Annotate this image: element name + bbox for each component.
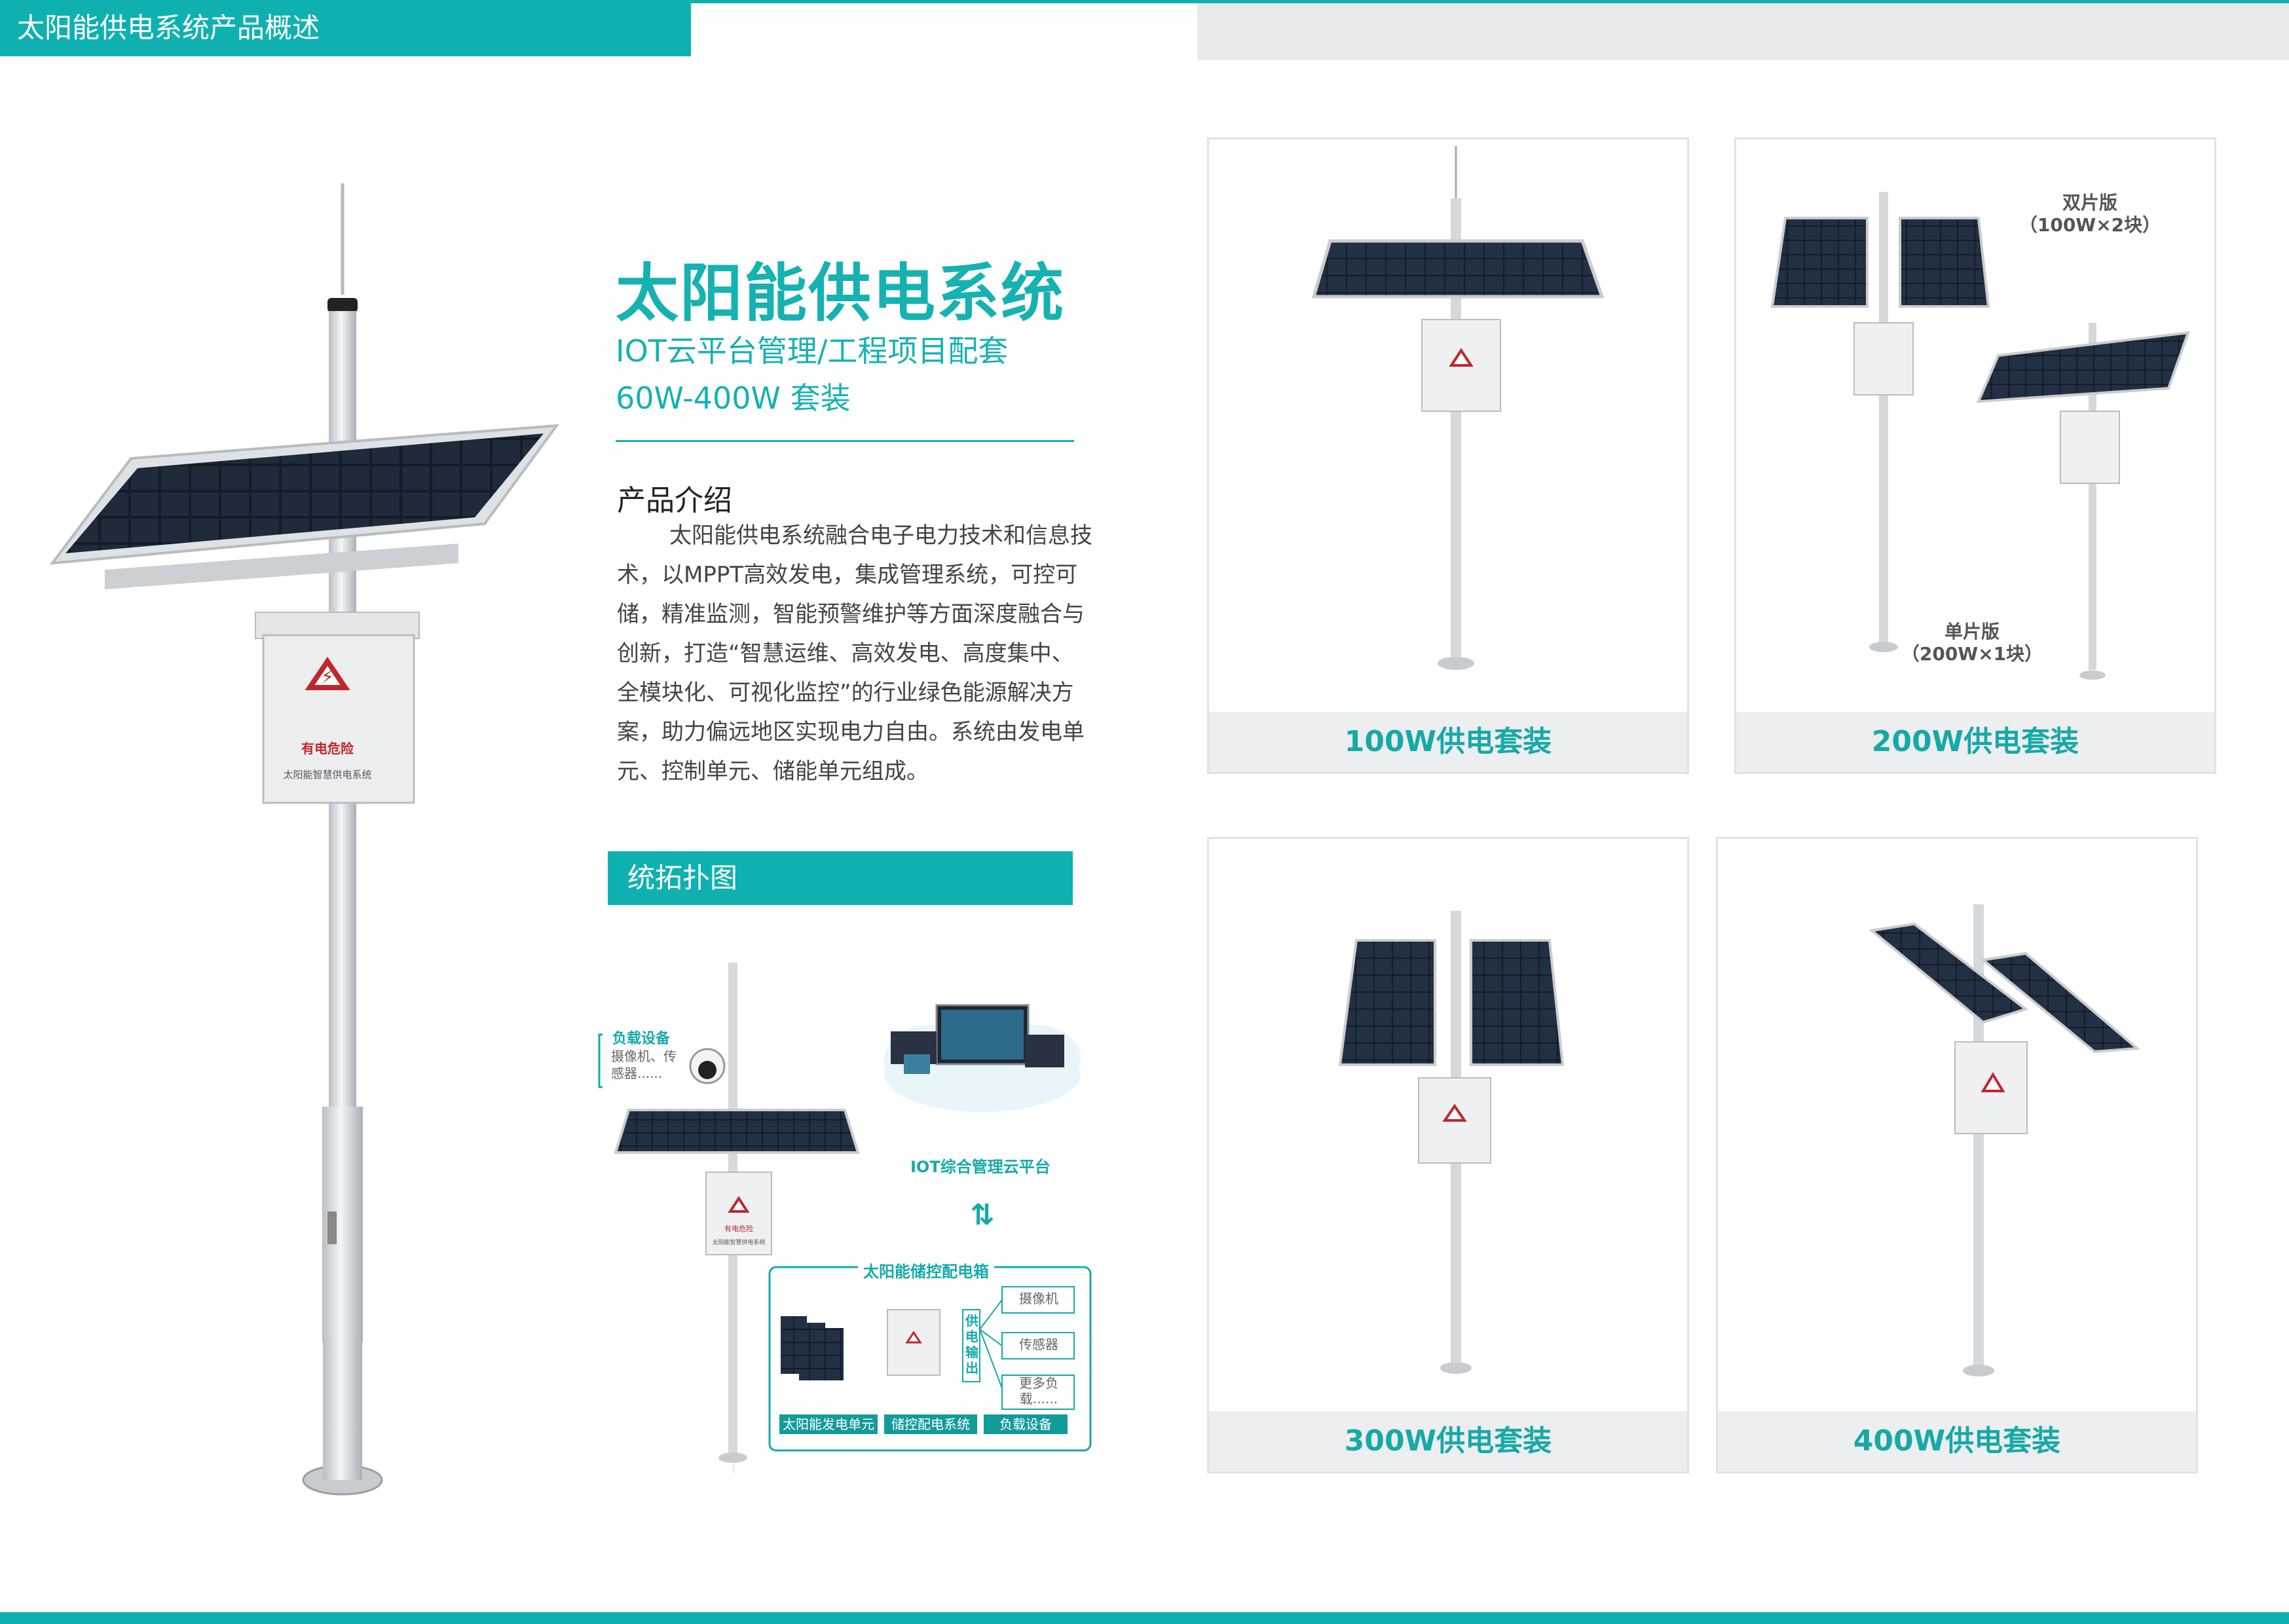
product-card-100w: 100W供电套装 [1207, 138, 1689, 774]
header-title-bar: 太阳能供电系统产品概述 [0, 0, 691, 56]
main-cabinet-name: 太阳能智慧供电系统 [283, 769, 371, 781]
topo-cabinet-warning: 有电危险 [724, 1224, 753, 1233]
topo-output-1: 摄像机 [1019, 1291, 1058, 1306]
product-caption-200w: 200W供电套装 [1736, 712, 2214, 772]
topology-diagram: 有电危险 太阳能智慧供电系统 ⇅ [598, 963, 1092, 1473]
hero-title: 太阳能供电系统 [616, 257, 1065, 330]
svg-text:⇅: ⇅ [971, 1198, 995, 1232]
product-card-200w: 双片版 （100W×2块） 单片版 （200W×1块） 200W供电套装 [1734, 138, 2216, 774]
hero-subtitle-2: 60W-400W 套装 [616, 380, 851, 416]
footer-bar [0, 1612, 2289, 1624]
product-card-400w: 400W供电套装 [1716, 837, 2198, 1473]
topo-cloud-label: IOT综合管理云平台 [910, 1158, 1051, 1176]
product-200w-note-single: 单片版 （200W×1块） [1901, 621, 2043, 665]
topo-output-2: 传感器 [1019, 1337, 1058, 1352]
main-cabinet-warning: 有电危险 [301, 741, 354, 756]
product-300w-illustration [1338, 911, 1565, 1374]
product-200w-illustration [1770, 192, 2190, 680]
topo-tag-control: 储控配电系统 [884, 1414, 977, 1434]
product-200w-note-double: 双片版 （100W×2块） [2019, 192, 2161, 236]
topology-heading-bar: 统拓扑图 [608, 851, 1073, 905]
topo-load-title: 负载设备 [612, 1031, 671, 1047]
product-caption-300w: 300W供电套装 [1209, 1411, 1687, 1471]
topo-tag-load: 负载设备 [984, 1414, 1068, 1434]
product-100w-illustration [1311, 146, 1605, 670]
product-caption-400w: 400W供电套装 [1718, 1411, 2196, 1471]
topology-heading: 统拓扑图 [627, 862, 738, 894]
product-caption-100w: 100W供电套装 [1209, 712, 1687, 772]
svg-text:⚡: ⚡ [321, 666, 334, 688]
topo-box-title: 太阳能储控配电箱 [858, 1259, 994, 1282]
intro-heading: 产品介绍 [617, 484, 732, 517]
topo-tag-generation: 太阳能发电单元 [779, 1414, 878, 1434]
intro-paragraph: 太阳能供电系统融合电子电力技术和信息技术，以MPPT高效发电，集成管理系统，可控… [617, 523, 1092, 784]
topo-load-items: 摄像机、传感器...... [611, 1048, 677, 1081]
topo-output-3: 更多负载...... [1019, 1375, 1058, 1407]
hero-subtitle-1: IOT云平台管理/工程项目配套 [616, 333, 1009, 369]
product-400w-illustration [1869, 904, 2140, 1376]
page-title: 太阳能供电系统产品概述 [17, 12, 320, 44]
topo-cabinet-name: 太阳能智慧供电系统 [712, 1238, 765, 1246]
topo-supply-label: 供电输出 [965, 1313, 978, 1376]
main-solar-pole-illustration: ⚡ 有电危险 太阳能智慧供电系统 [49, 183, 560, 1496]
hero-divider [616, 440, 1074, 442]
header-top-line [691, 0, 2289, 3]
header-gray-band [1197, 3, 2289, 60]
product-card-300w: 300W供电套装 [1207, 837, 1689, 1473]
